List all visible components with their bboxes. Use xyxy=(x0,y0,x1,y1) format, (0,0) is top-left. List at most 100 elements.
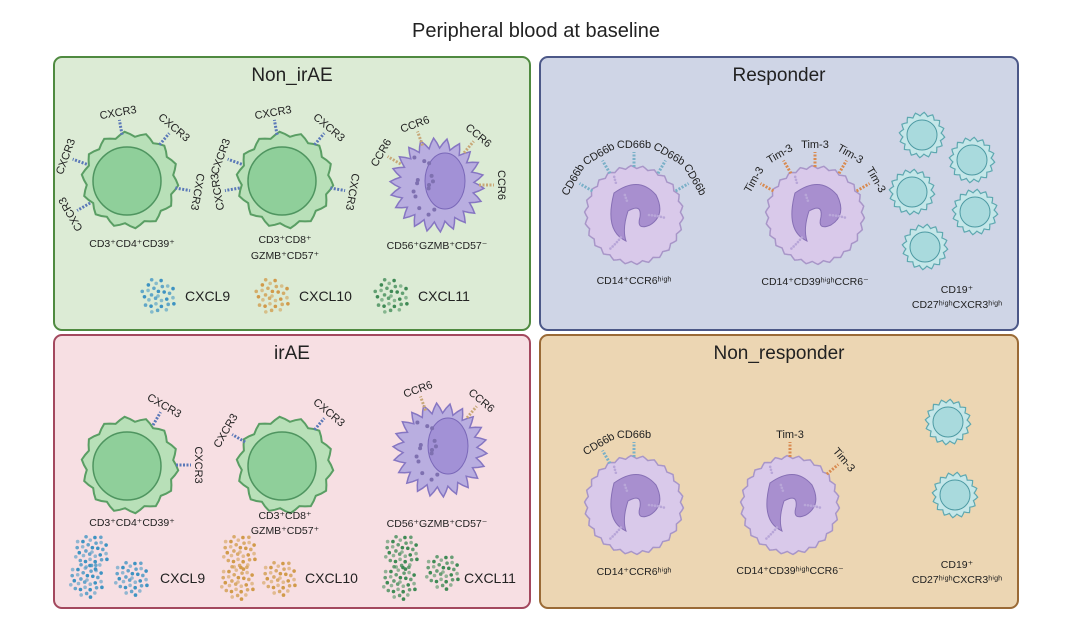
b-cell-nucleus xyxy=(909,231,941,263)
chemokine-label-cxcl11: CXCL11 xyxy=(418,288,470,304)
chemokine-dot xyxy=(141,573,145,578)
chemokine-dot xyxy=(281,561,285,566)
chemokine-dot xyxy=(456,577,460,582)
chemokine-dot xyxy=(394,549,398,553)
tim3-receptor-icon xyxy=(782,159,793,175)
cell-label: CD14⁺CCR6ʰⁱᵍʰ xyxy=(597,275,672,287)
chemokine-dot xyxy=(429,578,434,583)
granule xyxy=(792,245,795,248)
chemokine-dot xyxy=(139,584,144,588)
b-cell-nucleus xyxy=(956,144,988,176)
chemokine-dot xyxy=(221,575,225,580)
chemokine-dot xyxy=(260,283,265,287)
chemokine-dot xyxy=(104,551,108,556)
cell-label: CD27ʰⁱᵍʰCXCR3ʰⁱᵍʰ xyxy=(912,299,1002,311)
chemokine-dot xyxy=(276,290,280,294)
chemokine-dot xyxy=(387,281,391,286)
chemokine-dot xyxy=(88,587,92,592)
chemokine-dot xyxy=(292,569,296,573)
chemokine-dot xyxy=(89,569,93,573)
chemokine-dot xyxy=(167,291,172,296)
chemokine-dot xyxy=(268,301,272,306)
cell-label: CD14⁺CCR6ʰⁱᵍʰ xyxy=(597,566,672,578)
chemokine-dot xyxy=(281,585,285,590)
cd66b-receptor-label: CD66b xyxy=(617,429,651,441)
granule xyxy=(650,214,654,217)
chemokine-dot xyxy=(408,553,413,557)
chemokine-dot xyxy=(396,568,401,572)
chemokine-dot xyxy=(450,560,454,565)
cxcr3-receptor-icon xyxy=(224,186,240,193)
chemokine-dot xyxy=(232,572,236,577)
chemokine-dot xyxy=(383,554,388,559)
chemokine-dot xyxy=(254,289,259,294)
chemokine-dot xyxy=(123,585,128,590)
chemokine-dot xyxy=(82,580,87,584)
chemokine-dot xyxy=(241,535,245,540)
chemokine-dot xyxy=(379,283,384,287)
chemokine-dot xyxy=(146,283,151,287)
granule xyxy=(831,214,835,217)
monocyte-nucleus xyxy=(610,474,661,532)
chemokine-dot xyxy=(84,534,88,539)
chemokine-dot xyxy=(247,540,251,545)
chemokine-dot xyxy=(128,583,132,588)
chemokine-dot xyxy=(375,294,380,299)
granule xyxy=(771,530,775,534)
chemokine-dot xyxy=(93,554,98,559)
chemokine-dot xyxy=(382,293,387,297)
chemokine-dot xyxy=(159,298,164,303)
chemokine-label-cxcl9: CXCL9 xyxy=(185,288,230,304)
chemokine-dot xyxy=(388,558,393,563)
granule xyxy=(427,161,432,166)
chemokine-dot xyxy=(253,557,257,562)
chemokine-dot xyxy=(223,580,228,585)
chemokine-dot xyxy=(156,294,160,298)
chemokine-dot xyxy=(234,568,239,572)
chemokine-dot xyxy=(99,579,103,584)
chemokine-dot xyxy=(263,571,267,576)
granule xyxy=(794,242,798,246)
granule xyxy=(418,446,423,451)
chemokine-dot xyxy=(409,558,414,562)
chemokine-dot xyxy=(250,581,254,586)
cd66b-receptor-icon xyxy=(601,449,612,465)
chemokine-dot xyxy=(273,304,278,309)
ccr6-receptor-icon xyxy=(465,405,478,419)
granule xyxy=(433,444,438,449)
chemokine-dot xyxy=(292,577,296,582)
chemokine-dot xyxy=(397,593,402,598)
chemokine-dot xyxy=(221,554,226,559)
cell-label: GZMB⁺CD57⁺ xyxy=(251,250,320,262)
chemokine-dot xyxy=(73,554,78,559)
chemokine-dot xyxy=(382,304,386,308)
granule xyxy=(625,489,629,492)
chemokine-dot xyxy=(165,284,170,288)
chemokine-dot xyxy=(124,560,128,565)
granule xyxy=(843,216,847,219)
chemokine-dot xyxy=(88,538,93,542)
chemokine-dot xyxy=(440,583,445,588)
chemokine-dot xyxy=(81,553,86,558)
chemokine-dot xyxy=(455,571,459,576)
tim3-receptor-icon xyxy=(759,182,775,193)
chemokine-dot xyxy=(261,580,266,585)
chemokine-dot xyxy=(268,570,273,575)
chemokine-dot xyxy=(251,587,255,592)
chemokine-dot xyxy=(270,289,275,294)
granule xyxy=(415,177,420,182)
monocyte-nucleus xyxy=(766,474,817,532)
chemokine-dot xyxy=(388,574,393,579)
chemokine-dot xyxy=(172,301,176,306)
granule xyxy=(614,471,618,475)
chemokine-dot xyxy=(224,588,229,593)
chemokine-dot xyxy=(241,554,246,559)
chemokine-dot xyxy=(412,581,416,586)
panel-title-non-irae: Non_irAE xyxy=(251,65,332,86)
chemokine-dot xyxy=(146,288,150,293)
chemokine-dot xyxy=(281,593,286,597)
granule xyxy=(800,236,804,239)
chemokine-dot xyxy=(73,586,78,591)
chemokine-dot xyxy=(392,595,396,599)
chemokine-dot xyxy=(449,573,454,577)
